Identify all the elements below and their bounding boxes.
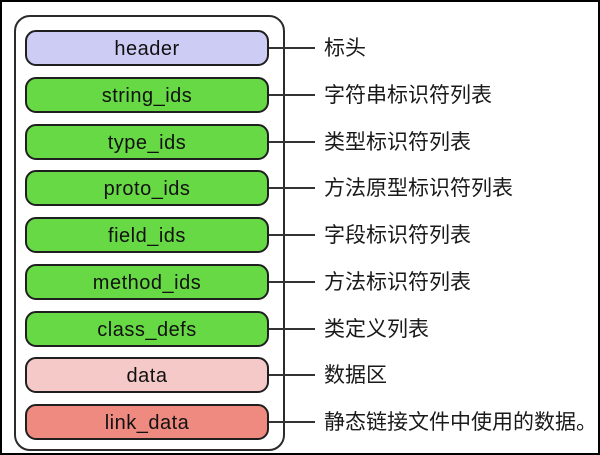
segment-row: class_defs 类定义列表	[2, 311, 598, 347]
connector-line	[269, 328, 315, 330]
segment-annotation-link-data: 静态链接文件中使用的数据。	[324, 411, 597, 434]
segment-label: method_ids	[92, 271, 202, 294]
connector-line	[269, 187, 315, 189]
segment-row: method_ids 方法标识符列表	[2, 264, 598, 300]
segment-annotation-type-ids: 类型标识符列表	[324, 131, 471, 154]
connector-line	[269, 47, 315, 49]
segment-box-header: header	[25, 30, 269, 66]
segment-label: header	[114, 37, 180, 60]
segment-annotation-method-ids: 方法标识符列表	[324, 271, 471, 294]
segment-label: link_data	[104, 411, 190, 434]
segment-label: field_ids	[108, 224, 186, 247]
segment-row: link_data 静态链接文件中使用的数据。	[2, 404, 598, 440]
segment-box-method-ids: method_ids	[25, 264, 269, 300]
segment-box-proto-ids: proto_ids	[25, 170, 269, 206]
segment-box-field-ids: field_ids	[25, 217, 269, 253]
segment-annotation-class-defs: 类定义列表	[324, 318, 429, 341]
segment-annotation-string-ids: 字符串标识符列表	[324, 84, 492, 107]
connector-line	[269, 141, 315, 143]
segment-label: class_defs	[97, 318, 197, 341]
segment-row: proto_ids 方法原型标识符列表	[2, 170, 598, 206]
segment-label: type_ids	[107, 131, 187, 154]
segment-box-type-ids: type_ids	[25, 124, 269, 160]
segment-annotation-header: 标头	[324, 37, 366, 60]
segment-label: proto_ids	[103, 177, 191, 200]
segment-row: header 标头	[2, 30, 598, 66]
connector-line	[269, 94, 315, 96]
connector-line	[269, 234, 315, 236]
connector-line	[269, 421, 315, 423]
connector-line	[269, 374, 315, 376]
segment-label: data	[126, 364, 168, 387]
segment-row: string_ids 字符串标识符列表	[2, 77, 598, 113]
segment-row: field_ids 字段标识符列表	[2, 217, 598, 253]
segment-annotation-proto-ids: 方法原型标识符列表	[324, 177, 513, 200]
segment-box-data: data	[25, 357, 269, 393]
segment-row: type_ids 类型标识符列表	[2, 124, 598, 160]
segment-box-class-defs: class_defs	[25, 311, 269, 347]
segment-box-string-ids: string_ids	[25, 77, 269, 113]
segment-label: string_ids	[101, 84, 193, 107]
segment-annotation-data: 数据区	[324, 364, 387, 387]
segment-box-link-data: link_data	[25, 404, 269, 440]
connector-line	[269, 281, 315, 283]
segment-row: data 数据区	[2, 357, 598, 393]
segment-annotation-field-ids: 字段标识符列表	[324, 224, 471, 247]
